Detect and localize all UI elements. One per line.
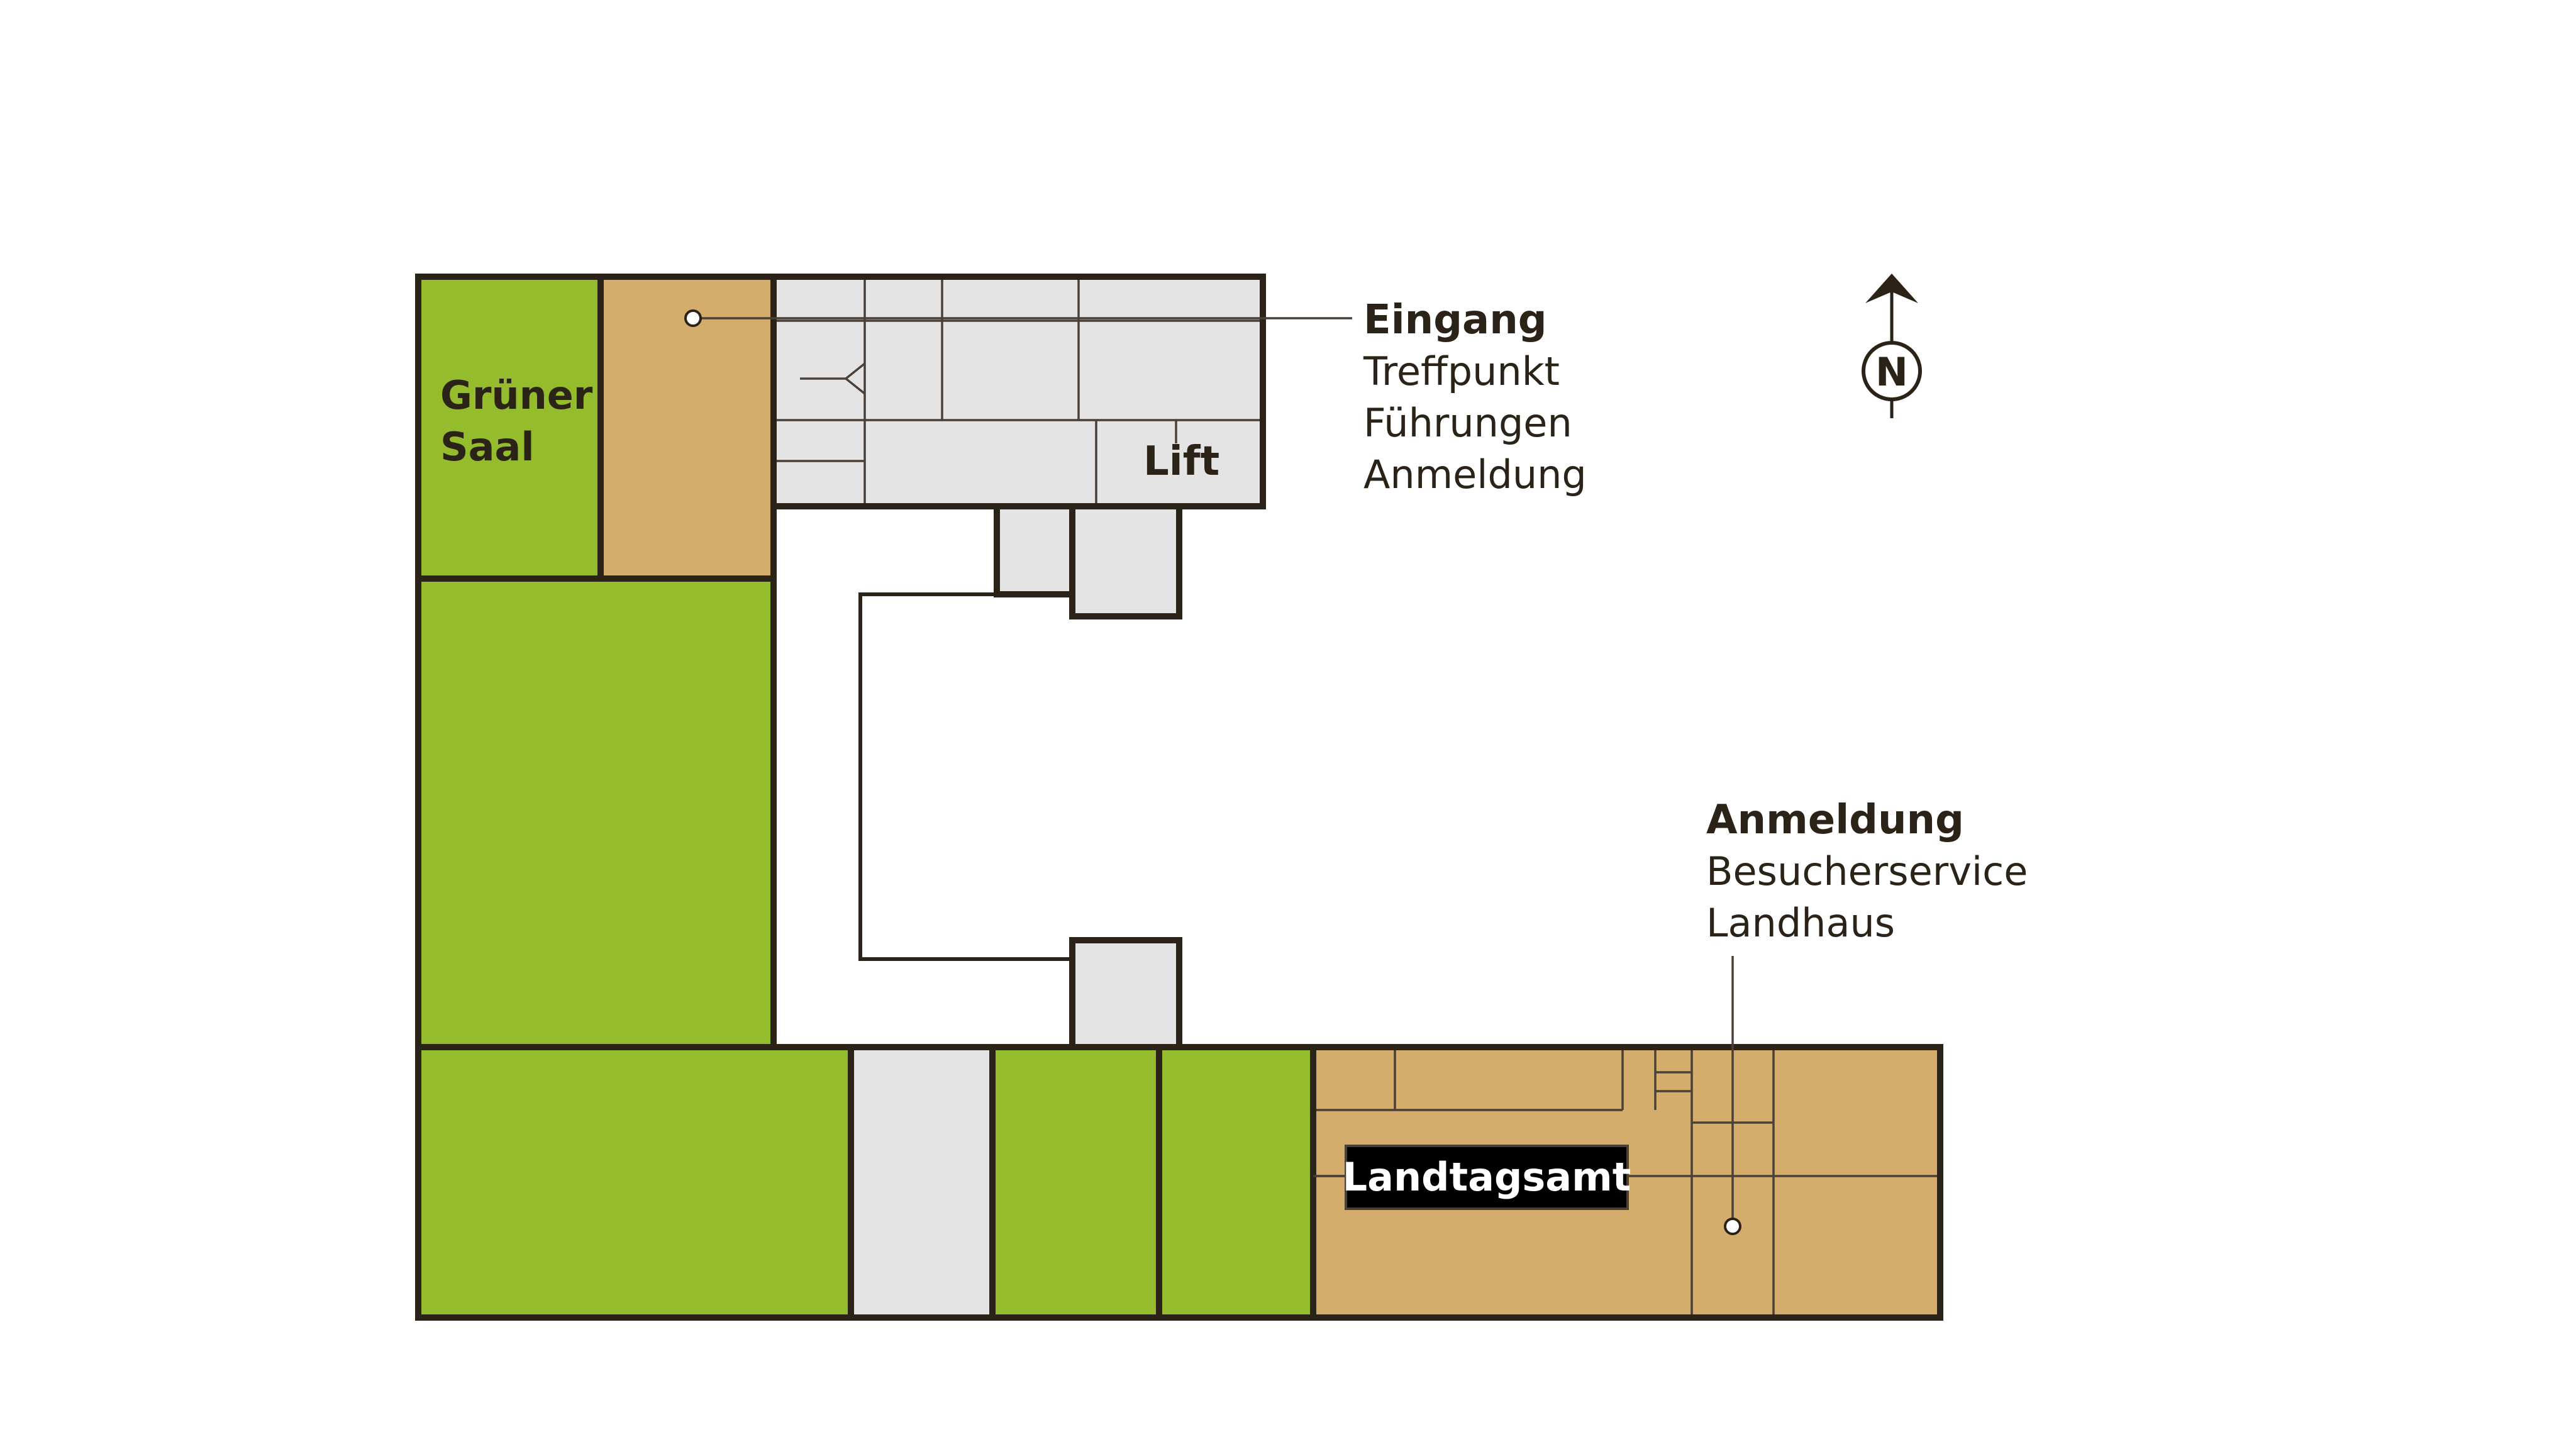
- room-gruener-saal[interactable]: [418, 277, 601, 579]
- north-arrow-icon: N: [1862, 274, 1922, 418]
- room-small-gray-2[interactable]: [1072, 506, 1179, 616]
- callout-anmeldung-title: Anmeldung: [1706, 797, 1964, 843]
- callout-anmeldung-line-2: Landhaus: [1706, 900, 1895, 946]
- room-green-south-3[interactable]: [1159, 1047, 1313, 1318]
- room-label-gruener-saal-line1: Grüner: [440, 372, 593, 418]
- compass-label: N: [1875, 349, 1908, 395]
- courtyard-walkway: [858, 592, 1072, 961]
- landtagsamt-badge: [1345, 1145, 1629, 1210]
- room-green-west-middle[interactable]: [418, 579, 774, 1047]
- walls: [415, 274, 1943, 1321]
- room-green-south-2[interactable]: [992, 1047, 1159, 1318]
- callout-anmeldung: Anmeldung Besucherservice Landhaus: [1706, 797, 2028, 1235]
- room-label-lift: Lift: [1143, 438, 1219, 485]
- callout-eingang-line-3: Anmeldung: [1363, 452, 1587, 497]
- callout-anmeldung-line-1: Besucherservice: [1706, 848, 2028, 894]
- room-label-landtagsamt: Landtagsamt: [1343, 1154, 1631, 1200]
- room-label-gruener-saal: Grüner Saal: [440, 372, 606, 470]
- marker-eingang[interactable]: [684, 309, 702, 327]
- room-gray-corridor-south[interactable]: [851, 1047, 992, 1318]
- callout-eingang-title: Eingang: [1363, 297, 1547, 343]
- room-label-gruener-saal-line2: Saal: [440, 424, 535, 470]
- room-small-gray-1[interactable]: [997, 506, 1072, 594]
- room-entrance-hall[interactable]: [774, 277, 1263, 506]
- marker-anmeldung[interactable]: [1724, 1218, 1741, 1235]
- callout-eingang: Eingang Treffpunkt Führungen Anmeldung: [684, 297, 1587, 497]
- callout-eingang-line-2: Führungen: [1363, 400, 1572, 446]
- room-small-gray-3[interactable]: [1072, 940, 1179, 1047]
- room-tan-north[interactable]: [601, 277, 774, 579]
- callout-eingang-line-1: Treffpunkt: [1363, 348, 1560, 394]
- room-green-south-west[interactable]: [418, 1047, 851, 1318]
